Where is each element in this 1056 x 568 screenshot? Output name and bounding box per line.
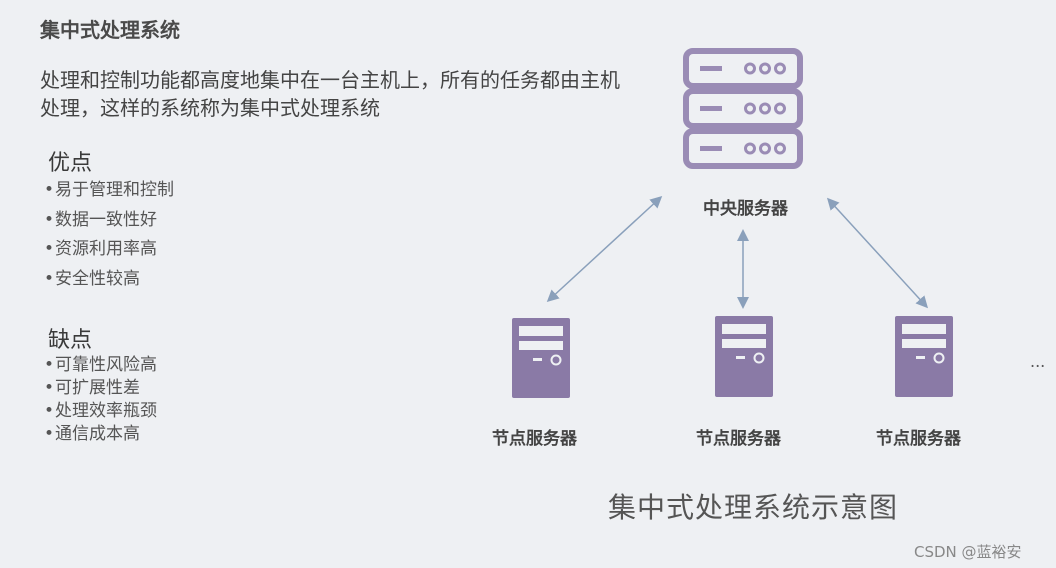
cons-item-text: 可靠性风险高: [55, 355, 158, 375]
server-unit-icon: [683, 48, 803, 89]
list-item: •处理效率瓶颈: [44, 401, 158, 421]
list-item: •易于管理和控制: [44, 180, 175, 200]
server-unit-icon: [683, 128, 803, 169]
pros-item-text: 资源利用率高: [55, 239, 158, 259]
list-item: •通信成本高: [44, 424, 141, 444]
watermark: CSDN @蓝裕安: [914, 543, 1022, 561]
pros-item-text: 易于管理和控制: [55, 180, 175, 200]
node-server-label: 节点服务器: [492, 429, 577, 449]
node-server-icon: [715, 316, 773, 397]
server-unit-icon: [683, 88, 803, 129]
list-item: •数据一致性好: [44, 209, 158, 230]
node-server-icon: [895, 316, 953, 397]
diagram-caption: 集中式处理系统示意图: [608, 491, 899, 524]
pros-item-text: 安全性较高: [55, 268, 141, 289]
more-indicator: ...: [1030, 352, 1046, 371]
cons-title: 缺点: [48, 328, 93, 353]
list-item: •资源利用率高: [44, 239, 158, 259]
cons-item-text: 通信成本高: [55, 424, 141, 444]
central-server-label: 中央服务器: [703, 199, 788, 219]
pros-item-text: 数据一致性好: [55, 209, 158, 230]
pros-list: •易于管理和控制 •数据一致性好 •资源利用率高 •安全性较高: [44, 176, 174, 294]
node-server-label: 节点服务器: [696, 429, 781, 449]
cons-item-text: 处理效率瓶颈: [55, 401, 158, 421]
list-item: •可扩展性差: [44, 378, 141, 398]
node-server-label: 节点服务器: [876, 429, 961, 449]
list-item: •可靠性风险高: [44, 355, 158, 375]
connection-arrow-left: [546, 195, 663, 303]
node-server-icon: [512, 318, 570, 398]
cons-item-text: 可扩展性差: [55, 378, 141, 398]
definition-text: 处理和控制功能都高度地集中在一台主机上，所有的任务都由主机处理，这样的系统称为集…: [40, 68, 620, 120]
central-server-icon: [683, 48, 803, 169]
pros-title: 优点: [48, 151, 93, 176]
connection-arrow-right: [826, 197, 929, 309]
list-item: •安全性较高: [44, 268, 141, 289]
slide-heading: 集中式处理系统: [40, 18, 180, 42]
cons-list: •可靠性风险高 •可扩展性差 •处理效率瓶颈 •通信成本高: [44, 354, 157, 446]
